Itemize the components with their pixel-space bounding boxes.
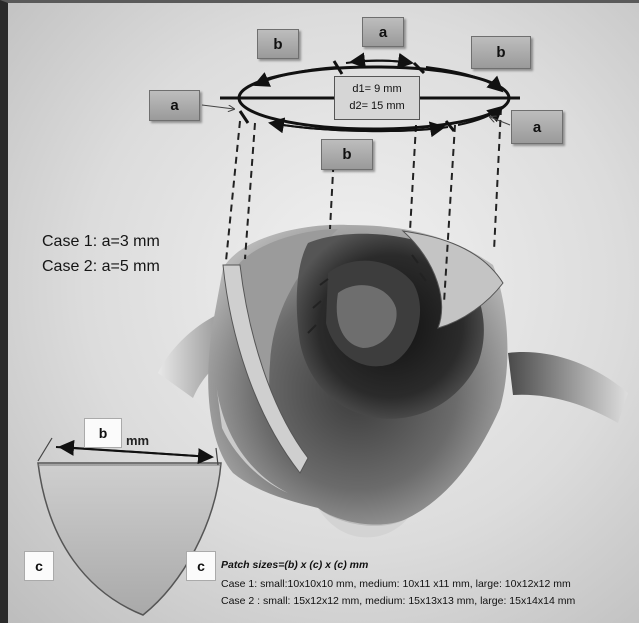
d1-value: d1= 9 mm [352, 81, 401, 98]
patch-unit-label: mm [126, 433, 149, 448]
label-b-top-left: b [257, 29, 299, 59]
d2-value: d2= 15 mm [349, 98, 404, 115]
patch-shape [38, 463, 221, 615]
pointer-left-a [202, 105, 234, 109]
diameter-box: d1= 9 mm d2= 15 mm [334, 76, 420, 120]
label-b-top-right: b [471, 36, 531, 69]
label-b-patch: b [84, 418, 122, 448]
label-b-bottom: b [321, 139, 373, 170]
patch-size-formula: Patch sizes=(b) x (c) x (c) mm [221, 559, 368, 571]
case2-note: Case 2: a=5 mm [42, 258, 160, 276]
label-c-left: c [24, 551, 54, 581]
right-vessel [508, 352, 628, 423]
label-a-left: a [149, 90, 200, 121]
patch-case2-sizes: Case 2 : small: 15x12x12 mm, medium: 15x… [221, 595, 575, 607]
case1-note: Case 1: a=3 mm [42, 233, 160, 251]
valve-illustration [8, 3, 639, 623]
patch-case1-sizes: Case 1: small:10x10x10 mm, medium: 10x11… [221, 578, 571, 590]
label-a-top: a [362, 17, 404, 47]
label-c-right: c [186, 551, 216, 581]
label-a-right: a [511, 110, 563, 144]
